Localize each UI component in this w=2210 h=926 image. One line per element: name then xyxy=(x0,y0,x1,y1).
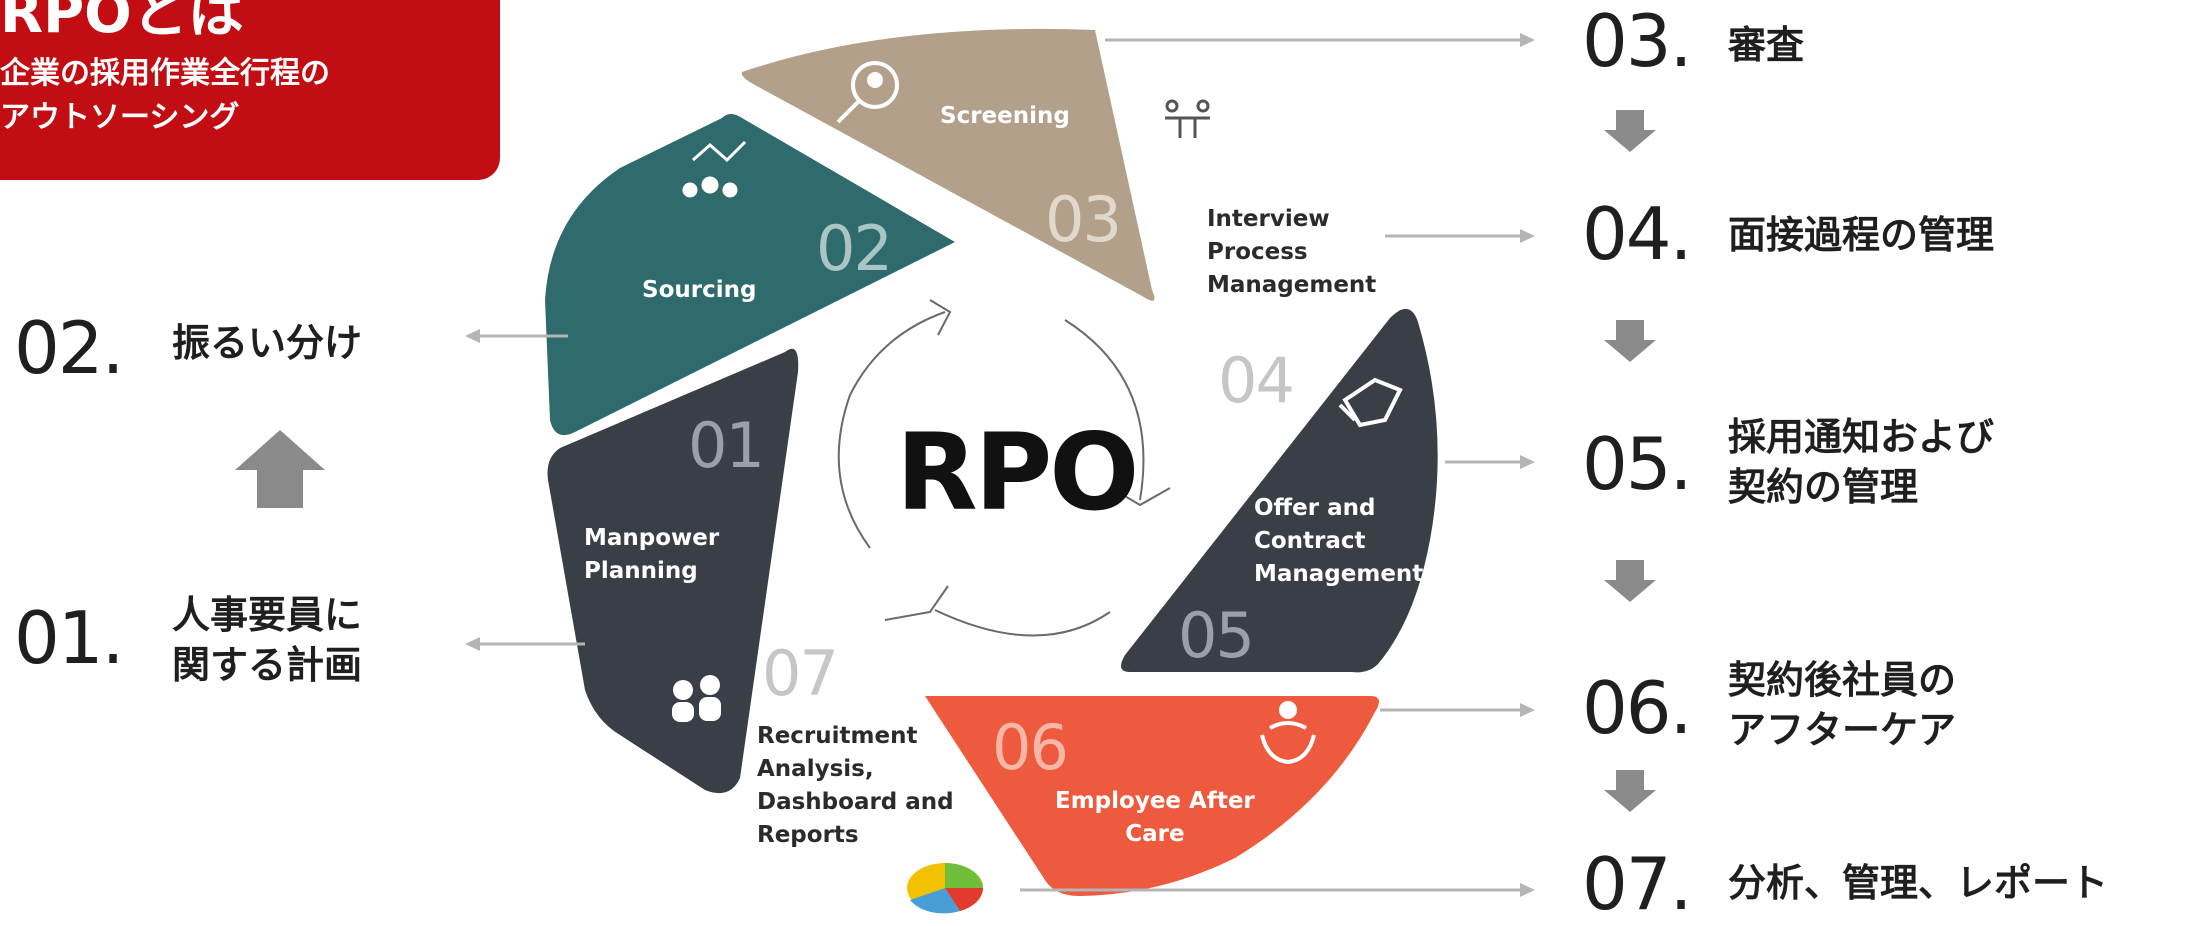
caring-hands-icon xyxy=(1260,701,1316,765)
cycle-arc-right xyxy=(1064,319,1145,501)
connector-03-arrowhead xyxy=(1520,33,1535,47)
cycle-arc-left xyxy=(837,311,946,549)
right-step-05-number: 05. xyxy=(1582,422,1693,506)
left-step-01-number: 01. xyxy=(14,596,125,680)
segment-01-label: Manpower Planning xyxy=(584,525,720,584)
down-arrow-3 xyxy=(1604,560,1656,602)
connector-01-arrowhead xyxy=(465,637,480,651)
magnifier-icon xyxy=(836,61,899,124)
connector-07-arrowhead xyxy=(1520,883,1535,897)
left-step-01-label: 人事要員に 関する計画 xyxy=(172,590,362,690)
segment-04-label: Interview Process Management xyxy=(1207,206,1377,298)
segment-06-number: 06 xyxy=(992,711,1069,784)
cycle-arrowhead-3 xyxy=(884,585,949,621)
segment-04-number: 04 xyxy=(1218,344,1295,417)
down-arrow-1 xyxy=(1604,110,1656,152)
segment-07-label: Recruitment Analysis, Dashboard and Repo… xyxy=(757,723,954,848)
up-arrow xyxy=(235,430,325,508)
right-step-05-label: 採用通知および 契約の管理 xyxy=(1728,412,1994,512)
segment-05-number: 05 xyxy=(1178,599,1255,672)
right-step-03-label: 審査 xyxy=(1728,23,1805,67)
segment-06-label: Employee After Care xyxy=(1055,788,1255,847)
left-step-02-number: 02. xyxy=(14,306,125,390)
right-step-06-label: 契約後社員の アフターケア xyxy=(1728,655,1956,755)
right-step-06-number: 06. xyxy=(1582,666,1693,750)
right-step-06-label-line1: 契約後社員の xyxy=(1728,658,1957,702)
connector-06-arrowhead xyxy=(1520,703,1535,717)
pie-chart-icon xyxy=(907,863,984,914)
connector-02-arrowhead xyxy=(465,329,480,343)
segment-03-shape xyxy=(741,28,1155,301)
segment-02-number: 02 xyxy=(816,212,893,285)
segment-02-shape xyxy=(545,114,955,436)
connector-04-arrowhead xyxy=(1520,229,1535,243)
handshake-icon xyxy=(1338,377,1403,428)
down-arrow-2 xyxy=(1604,320,1656,362)
right-step-05-label-line2: 契約の管理 xyxy=(1728,465,1919,509)
header-subtitle-line1: 企業の採用作業全行程の xyxy=(0,56,330,91)
segment-01-shape xyxy=(547,348,799,794)
right-step-07-label: 分析、管理、レポート xyxy=(1728,861,2109,905)
segment-05-label: Offer and Contract Management xyxy=(1254,495,1424,587)
cycle-arc-bottom xyxy=(934,609,1111,637)
segment-03-label: Screening xyxy=(940,103,1070,129)
people-icon xyxy=(672,675,721,722)
interview-desk-icon xyxy=(1165,99,1210,138)
left-step-01-label-line2: 関する計画 xyxy=(172,643,363,687)
right-step-05-label-line1: 採用通知および xyxy=(1728,415,1995,459)
down-arrow-4 xyxy=(1604,770,1656,812)
right-step-03-number: 03. xyxy=(1582,0,1693,83)
segment-02-label: Sourcing xyxy=(642,277,757,303)
cycle-arrowhead-2 xyxy=(1117,487,1171,507)
header-subtitle-line2: アウトソーシング xyxy=(0,100,240,135)
right-step-06-label-line2: アフターケア xyxy=(1728,708,1957,752)
team-network-icon xyxy=(682,140,747,198)
left-step-02-label: 振るい分け xyxy=(172,321,363,365)
cycle-arrowhead-1 xyxy=(929,299,952,336)
center-label: RPO xyxy=(896,411,1139,534)
segment-05-shape xyxy=(1121,308,1438,673)
right-step-04-label: 面接過程の管理 xyxy=(1728,213,1995,257)
segment-07-number: 07 xyxy=(762,637,839,710)
connector-05-arrowhead xyxy=(1520,455,1535,469)
header-subtitle: 企業の採用作業全行程の アウトソーシング xyxy=(0,52,330,140)
segment-03-number: 03 xyxy=(1045,183,1122,256)
segment-01-number: 01 xyxy=(688,409,765,482)
left-step-01-label-line1: 人事要員に xyxy=(172,593,363,637)
header-box xyxy=(0,0,500,180)
right-step-07-number: 07. xyxy=(1582,842,1693,926)
right-step-04-number: 04. xyxy=(1582,192,1693,276)
header-title: RPOとは xyxy=(0,0,244,46)
